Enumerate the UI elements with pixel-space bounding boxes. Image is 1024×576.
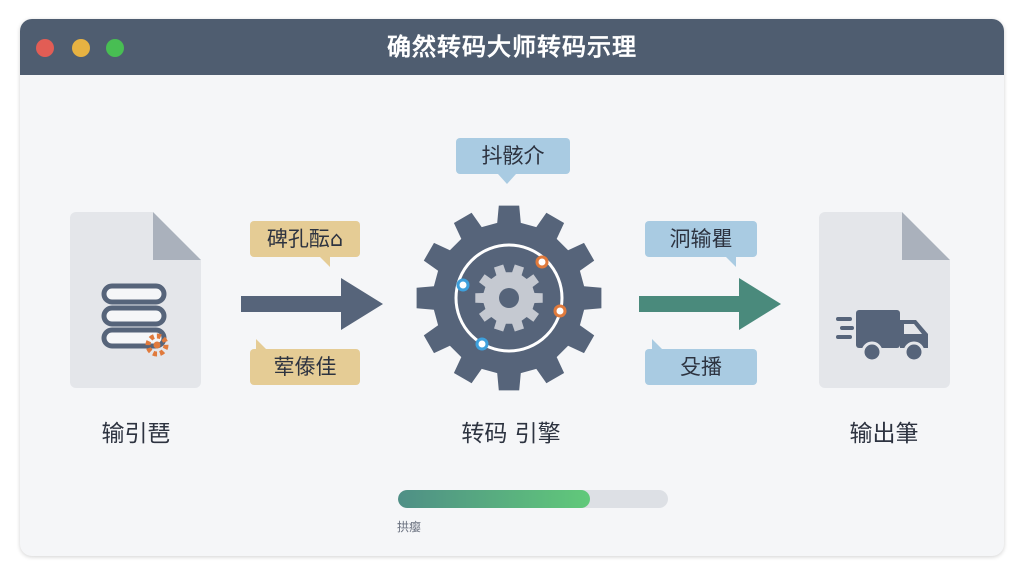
engine-top-tag: 抖骸介: [456, 138, 570, 174]
engine-caption: 转码 引擎: [461, 421, 561, 447]
app-window: 确然转码大师转码示理 输引琶 碑孔酝⌂ 荤傣佳 抖骸介 转码 引擎 泂输瞿 殳播: [20, 19, 1004, 556]
database-icon: [101, 283, 169, 357]
tag-pointer: [320, 257, 330, 267]
engine-node-dot: [475, 337, 489, 351]
tag-pointer: [652, 339, 662, 349]
input-caption: 输引琶: [101, 421, 171, 447]
progress-fill: [398, 490, 590, 508]
output-top-tag: 泂输瞿: [645, 221, 757, 257]
input-top-tag: 碑孔酝⌂: [250, 221, 360, 257]
maximize-window-button[interactable]: [106, 39, 124, 57]
output-caption: 输出筆: [849, 421, 919, 447]
output-bottom-tag: 殳播: [645, 349, 757, 385]
engine-node-dot: [553, 304, 567, 318]
settings-gear-icon: [145, 333, 169, 357]
tag-pointer: [256, 339, 266, 349]
engine-node-dot: [535, 255, 549, 269]
page-fold-corner: [153, 212, 201, 260]
window-title: 确然转码大师转码示理: [387, 33, 637, 61]
input-bottom-tag: 荤傣佳: [250, 349, 360, 385]
minimize-window-button[interactable]: [72, 39, 90, 57]
output-flow-arrow: [639, 278, 781, 330]
conversion-progress-bar: [398, 490, 668, 508]
engine-gear-icon[interactable]: [416, 205, 602, 391]
engine-node-dot: [456, 278, 470, 292]
page-fold-corner: [902, 212, 950, 260]
title-bar: 确然转码大师转码示理: [20, 19, 1004, 75]
tag-pointer: [498, 174, 516, 184]
output-file-card[interactable]: [819, 212, 950, 388]
progress-label: 拱瘿: [397, 520, 422, 534]
input-flow-arrow: [241, 278, 383, 330]
delivery-truck-icon: [836, 310, 928, 363]
input-file-card[interactable]: [70, 212, 201, 388]
tag-pointer: [726, 257, 736, 267]
close-window-button[interactable]: [36, 39, 54, 57]
